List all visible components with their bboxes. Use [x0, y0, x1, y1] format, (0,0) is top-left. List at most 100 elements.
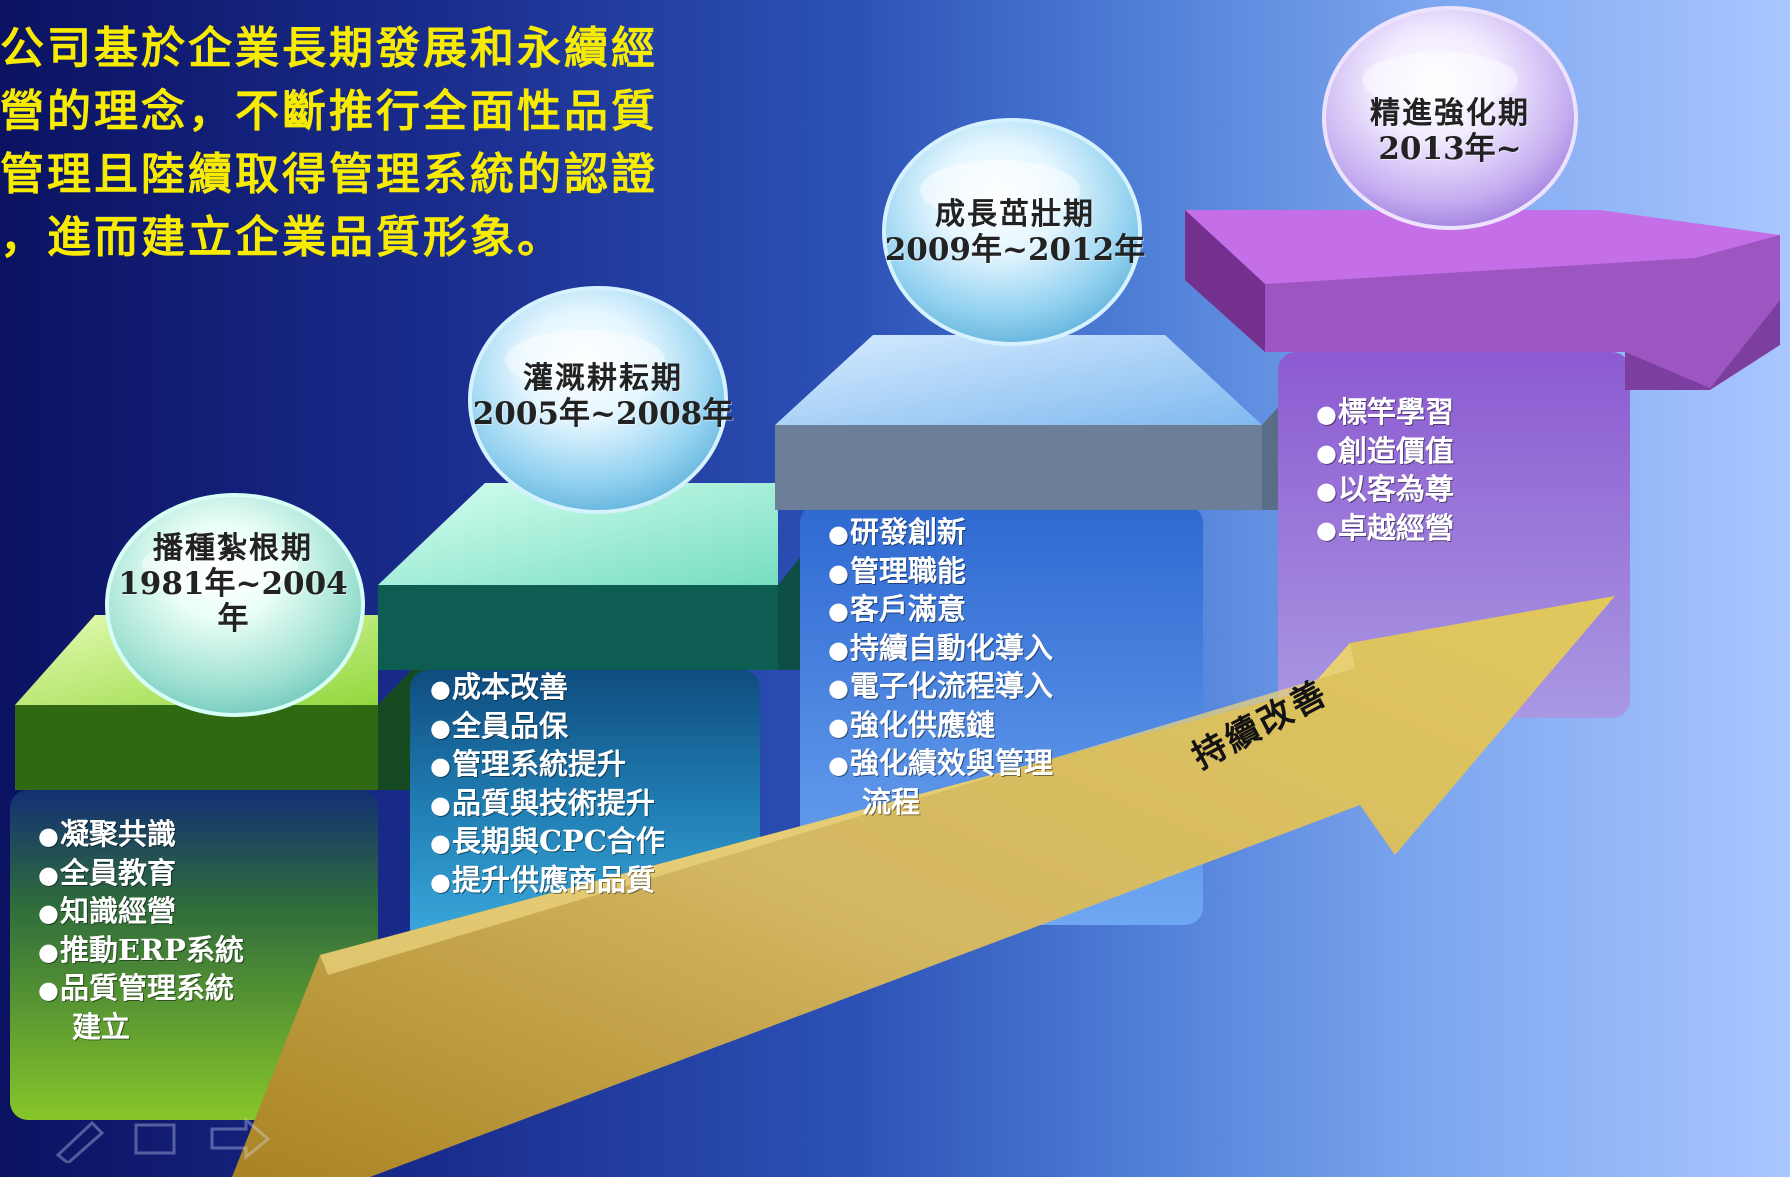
bullet-icon: ●	[1316, 476, 1337, 506]
list-item-text: 電子化流程導入	[849, 669, 1053, 704]
list-item-text: 管理職能	[849, 553, 966, 588]
sphere-2	[468, 286, 728, 514]
bullet-icon: ●	[430, 789, 451, 819]
list-item: 流程	[828, 783, 1053, 822]
list-item: ●推動ERP系統	[38, 931, 244, 970]
list-item: ●強化績效與管理	[828, 744, 1053, 783]
list-item-text: 推動ERP系統	[59, 932, 244, 967]
list-item: ●管理系統提升	[430, 745, 665, 784]
list-item: ●持續自動化導入	[828, 629, 1053, 668]
list-item-text: 客戶滿意	[849, 592, 966, 627]
bullet-icon: ●	[1316, 514, 1337, 544]
list-item: ●研發創新	[828, 513, 1053, 552]
list-item: ●提升供應商品質	[430, 861, 665, 900]
list-item: ●知識經營	[38, 892, 244, 931]
stage-2-list: ●成本改善 ●全員品保 ●管理系統提升 ●品質與技術提升 ●長期與CPC合作 ●…	[430, 668, 665, 899]
list-item: ●創造價值	[1316, 432, 1454, 471]
list-item-text: 強化供應鏈	[849, 707, 995, 742]
list-item: ●客戶滿意	[828, 590, 1053, 629]
bullet-icon: ●	[38, 936, 59, 966]
arrow-icon	[210, 1116, 271, 1161]
stage-years: 1981年~2004年	[118, 565, 348, 638]
list-item-continuation: 建立	[72, 1009, 131, 1044]
bullet-icon: ●	[1316, 399, 1337, 428]
stage-years: 2009年~2012年	[884, 231, 1146, 268]
stage-1-list: ●凝聚共識 ●全員教育 ●知識經營 ●推動ERP系統 ●品質管理系統 建立	[38, 815, 244, 1046]
bullet-icon: ●	[38, 975, 59, 1005]
stage-label-2: 灌溉耕耘期 2005年~2008年	[468, 361, 738, 432]
sphere-4	[1322, 6, 1578, 230]
stage-name: 成長茁壯期	[935, 197, 1095, 232]
list-item: ●管理職能	[828, 552, 1053, 591]
list-item: ●全員教育	[38, 854, 244, 893]
list-item-text: 全員品保	[451, 708, 568, 743]
list-item: ●卓越經營	[1316, 509, 1454, 548]
bullet-icon: ●	[430, 828, 451, 858]
list-item-text: 全員教育	[59, 855, 176, 890]
list-item-text: 標竿學習	[1337, 395, 1454, 429]
list-item-text: 成本改善	[451, 670, 568, 704]
list-item: ●長期與CPC合作	[430, 822, 665, 861]
improvement-arrow	[232, 596, 1615, 1177]
list-item-text: 管理系統提升	[451, 747, 626, 782]
list-item-continuation: 流程	[862, 784, 921, 819]
sphere-3	[882, 118, 1142, 346]
list-item-text: 提升供應商品質	[451, 862, 655, 897]
bullet-icon: ●	[828, 557, 849, 587]
pencil-icon	[55, 1120, 105, 1163]
list-item-text: 創造價值	[1337, 433, 1454, 468]
bullet-icon: ●	[38, 859, 59, 889]
bullet-icon: ●	[430, 866, 451, 896]
list-item-text: 強化績效與管理	[849, 746, 1053, 781]
stage-name: 精進強化期	[1370, 96, 1530, 131]
bullet-icon: ●	[828, 596, 849, 626]
list-item-text: 研發創新	[849, 515, 966, 549]
list-item: ●品質與技術提升	[430, 784, 665, 823]
bullet-icon: ●	[38, 898, 59, 928]
bullet-icon: ●	[828, 711, 849, 741]
list-item: ●電子化流程導入	[828, 667, 1053, 706]
intro-line: ，進而建立企業品質形象。	[0, 212, 564, 263]
list-item: ●全員品保	[430, 707, 665, 746]
list-item-text: 卓越經營	[1337, 510, 1454, 545]
bullet-icon: ●	[828, 750, 849, 780]
list-item-text: 凝聚共識	[59, 817, 176, 851]
bullet-icon: ●	[1316, 437, 1337, 467]
stage-label-4: 精進強化期 2013年~	[1335, 96, 1565, 167]
list-item-text: 持續自動化導入	[849, 630, 1053, 665]
list-item: ●凝聚共識	[38, 815, 244, 854]
bullet-icon: ●	[828, 673, 849, 703]
stage-label-1: 播種紮根期 1981年~2004年	[108, 531, 358, 638]
bullet-icon: ●	[430, 712, 451, 742]
list-item: ●品質管理系統	[38, 969, 244, 1008]
bullet-icon: ●	[430, 674, 451, 703]
stage-name: 播種紮根期	[153, 531, 313, 566]
list-item-text: 知識經營	[59, 894, 176, 929]
list-item: ●成本改善	[430, 668, 665, 707]
list-item-text: 品質管理系統	[59, 971, 234, 1006]
list-item: 建立	[38, 1008, 244, 1047]
intro-line: 營的理念，不斷推行全面性品質	[0, 86, 658, 137]
list-item-text: 長期與CPC合作	[451, 824, 665, 859]
bullet-icon: ●	[430, 751, 451, 781]
bullet-icon: ●	[828, 519, 849, 548]
slide-icon	[134, 1123, 176, 1155]
stage-years: 2005年~2008年	[472, 395, 734, 432]
list-item-text: 以客為尊	[1337, 472, 1454, 507]
intro-line: 公司基於企業長期發展和永續經	[0, 23, 658, 74]
list-item: ●標竿學習	[1316, 393, 1454, 432]
list-item: ●強化供應鏈	[828, 706, 1053, 745]
stage-years: 2013年~	[1378, 130, 1522, 167]
stage-label-3: 成長茁壯期 2009年~2012年	[880, 197, 1150, 268]
sphere-1	[105, 493, 365, 717]
stage-name: 灌溉耕耘期	[523, 361, 683, 396]
stage-4-list: ●標竿學習 ●創造價值 ●以客為尊 ●卓越經營	[1316, 393, 1454, 547]
list-item: ●以客為尊	[1316, 470, 1454, 509]
stage-3-list: ●研發創新 ●管理職能 ●客戶滿意 ●持續自動化導入 ●電子化流程導入 ●強化供…	[828, 513, 1053, 822]
list-item-text: 品質與技術提升	[451, 785, 655, 820]
bullet-icon: ●	[828, 634, 849, 664]
bullet-icon: ●	[38, 821, 59, 850]
intro-line: 管理且陸續取得管理系統的認證	[0, 149, 658, 200]
